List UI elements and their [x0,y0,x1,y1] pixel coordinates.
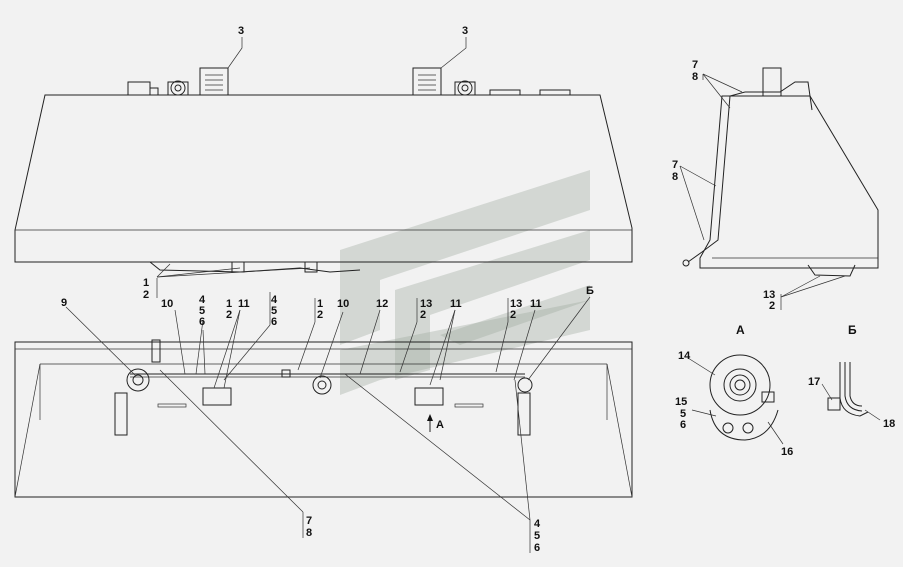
side-callout-2: 2 [769,300,775,312]
detail-b-title: Б [848,323,857,337]
callout-3-left: 3 [238,25,244,37]
side-callout-7-top: 7 [692,59,698,71]
callout-2-front: 2 [143,289,149,301]
view-label-b: Б [586,285,594,297]
callout-6-a: 6 [199,316,205,328]
detail-b-callout-18: 18 [883,418,895,430]
callout-8-bottom: 8 [306,527,312,539]
callout-5-b: 5 [271,305,277,317]
detail-a-callout-15: 15 [675,396,687,408]
callout-2-c: 2 [420,309,426,321]
side-callout-13: 13 [763,289,775,301]
side-callout-8-top: 8 [692,71,698,83]
callout-11-b: 11 [450,298,462,310]
callout-13-a: 13 [420,298,432,310]
callout-1-b: 1 [317,298,323,310]
callout-12: 12 [376,298,388,310]
detail-b [821,362,881,421]
callout-2-b: 2 [317,309,323,321]
detail-a-title: А [736,323,745,337]
callout-4-b: 4 [271,294,278,306]
callout-1-front: 1 [143,277,149,289]
callout-13-b: 13 [510,298,522,310]
callout-3-right: 3 [462,25,468,37]
callout-4-c: 4 [534,518,541,530]
detail-b-callout-17: 17 [808,376,820,388]
callout-9: 9 [61,297,67,309]
callout-5-c: 5 [534,530,540,542]
callout-1-a: 1 [226,298,232,310]
watermark-logo [340,170,590,395]
section-view [14,292,633,553]
detail-a [687,354,784,445]
detail-a-callout-14: 14 [678,350,691,362]
callout-11-c: 11 [530,298,542,310]
callout-10-right: 10 [337,298,349,310]
detail-a-callout-16: 16 [781,446,793,458]
callout-2-a: 2 [226,309,232,321]
side-view [679,67,879,310]
callout-5-a: 5 [199,305,205,317]
callout-10-left: 10 [161,298,173,310]
view-label-a: А [436,419,444,431]
front-view [14,37,633,298]
detail-a-callout-6: 6 [680,419,686,431]
side-callout-7-mid: 7 [672,159,678,171]
side-callout-8-mid: 8 [672,171,678,183]
callout-4-a: 4 [199,294,206,306]
callout-7-bottom: 7 [306,515,312,527]
callout-6-b: 6 [271,316,277,328]
detail-a-callout-5: 5 [680,408,686,420]
callout-11-a: 11 [238,298,250,310]
callout-2-d: 2 [510,309,516,321]
callout-6-c: 6 [534,542,540,554]
